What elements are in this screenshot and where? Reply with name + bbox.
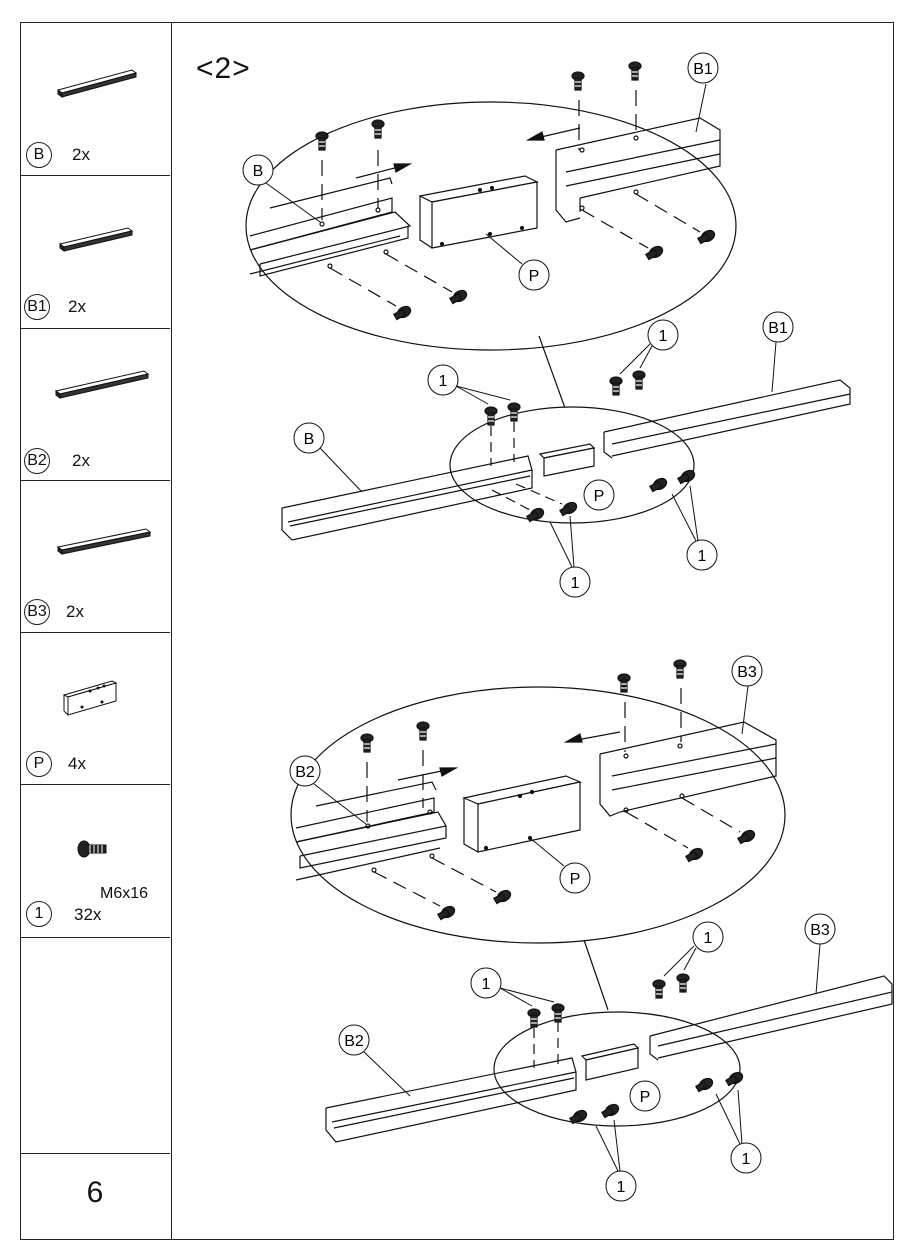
- part-id-badge: B3: [24, 599, 50, 625]
- step-label: <2>: [196, 52, 251, 85]
- part-id-badge: B2: [24, 448, 50, 474]
- svg-text:1: 1: [439, 373, 448, 390]
- part-cell-b: B 2x: [20, 22, 170, 176]
- part-quantity: 32x: [74, 905, 102, 924]
- part-id-badge: P: [26, 751, 52, 777]
- svg-text:1: 1: [742, 1151, 751, 1168]
- svg-text:1: 1: [482, 976, 491, 993]
- part-cell-b3: B3 2x: [20, 481, 170, 633]
- part-quantity: 2x: [72, 145, 90, 164]
- lower-assembly-view: [325, 973, 893, 1143]
- rail-b2-thumbnail: [54, 370, 150, 399]
- part-quantity: 4x: [68, 754, 86, 773]
- svg-text:P: P: [640, 1089, 651, 1106]
- screw-spec: M6x16: [100, 885, 149, 902]
- svg-text:B: B: [304, 431, 315, 448]
- svg-text:P: P: [570, 871, 581, 888]
- part-quantity: 2x: [68, 297, 86, 316]
- part-id-badge: 1: [26, 901, 52, 927]
- svg-text:P: P: [594, 488, 605, 505]
- svg-text:1: 1: [698, 548, 707, 565]
- rail-b1-zoom: [555, 117, 721, 199]
- svg-text:B1: B1: [693, 61, 713, 78]
- lower-zoom-callouts: B2 B3 P: [289, 655, 763, 894]
- svg-text:B3: B3: [810, 922, 830, 939]
- part-cell-b2: B2 2x: [20, 329, 170, 481]
- svg-text:B: B: [253, 163, 264, 180]
- upper-zoom-callouts: B B1 P: [242, 52, 719, 291]
- svg-text:1: 1: [704, 930, 713, 947]
- svg-text:B1: B1: [768, 320, 788, 337]
- svg-text:1: 1: [617, 1179, 626, 1196]
- upper-zoom-view: [245, 61, 737, 409]
- part-id-badge: B: [26, 142, 52, 168]
- svg-text:P: P: [529, 268, 540, 285]
- part-quantity: 2x: [66, 602, 84, 621]
- part-cell-p: P 4x: [20, 633, 170, 785]
- blank-cell: [20, 938, 170, 1154]
- parts-sidebar: B 2x B1 2x B2: [20, 22, 172, 1240]
- upper-assembly-callouts: B B1 P 1 1 1 1: [293, 311, 794, 598]
- svg-text:1: 1: [659, 328, 668, 345]
- svg-text:B2: B2: [295, 764, 315, 781]
- lower-assembly-callouts: B2 B3 P 1 1 1 1: [338, 913, 836, 1202]
- lower-zoom-view: [290, 659, 786, 1011]
- svg-text:1: 1: [571, 575, 580, 592]
- part-quantity: 2x: [72, 451, 90, 470]
- page-frame: [20, 22, 894, 1240]
- screw-thumbnail: [77, 840, 107, 858]
- part-cell-b1: B1 2x: [20, 176, 170, 329]
- part-id-badge: B1: [24, 294, 50, 320]
- rail-b3-thumbnail: [56, 528, 152, 555]
- part-cell-screw: 1 32x M6x16: [20, 785, 170, 938]
- plate-p-thumbnail: [62, 680, 118, 716]
- rail-b1-thumbnail: [58, 227, 134, 252]
- upper-assembly-view: [281, 370, 851, 541]
- rail-b-thumbnail: [56, 69, 138, 98]
- page-number: 6: [86, 1176, 104, 1209]
- svg-text:B3: B3: [737, 664, 757, 681]
- svg-text:B2: B2: [344, 1033, 364, 1050]
